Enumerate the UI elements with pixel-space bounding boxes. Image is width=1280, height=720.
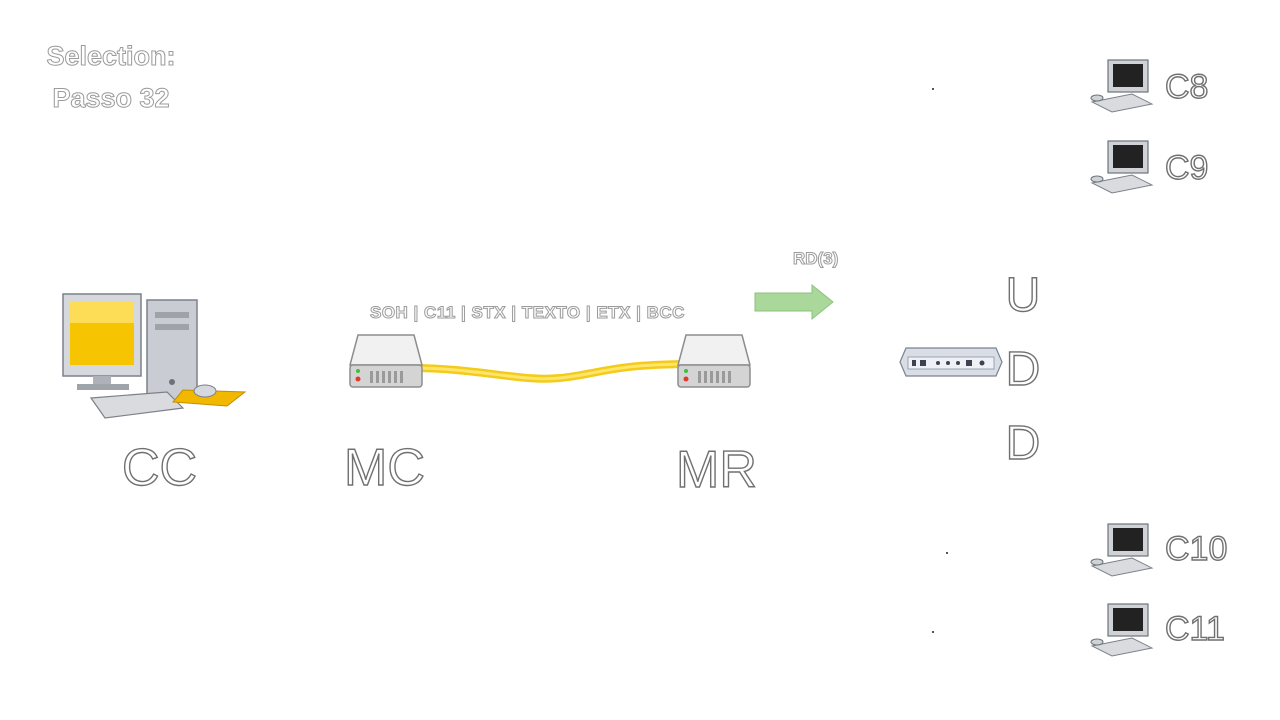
mc-label: MC [343, 439, 425, 497]
client-c10-label: C10 [1164, 529, 1228, 568]
cc-label: CC [121, 439, 198, 497]
udd-letters: U D D [1003, 259, 1043, 481]
title-line-1: Selection: [46, 41, 176, 72]
client-c11-label: C11 [1164, 609, 1225, 648]
right-arrow-icon [754, 283, 834, 321]
frame-text: SOH | C11 | STX | TEXTO | ETX | BCC [370, 303, 685, 323]
link-line [410, 360, 695, 383]
mc-drive-icon [349, 334, 423, 388]
client-c9-label: C9 [1164, 148, 1209, 187]
client-c8-label: C8 [1164, 67, 1209, 106]
mr-drive-icon [677, 334, 751, 388]
central-computer-icon [62, 293, 247, 419]
client-computer-icon [1090, 603, 1154, 657]
mr-label: MR [675, 441, 757, 499]
dot-marker [932, 631, 934, 633]
arrow-label: RD(3) [792, 249, 839, 269]
title-line-2: Passo 32 [52, 83, 170, 114]
client-computer-icon [1090, 140, 1154, 194]
udd-letter-1: U [1005, 268, 1041, 322]
modem-icon [899, 347, 1003, 377]
udd-letter-2: D [1005, 342, 1041, 396]
client-computer-icon [1090, 523, 1154, 577]
client-computer-icon [1090, 59, 1154, 113]
dot-marker [932, 88, 934, 90]
step-title: Selection: Passo 32 [36, 35, 186, 119]
dot-marker [946, 552, 948, 554]
udd-letter-3: D [1005, 416, 1041, 470]
